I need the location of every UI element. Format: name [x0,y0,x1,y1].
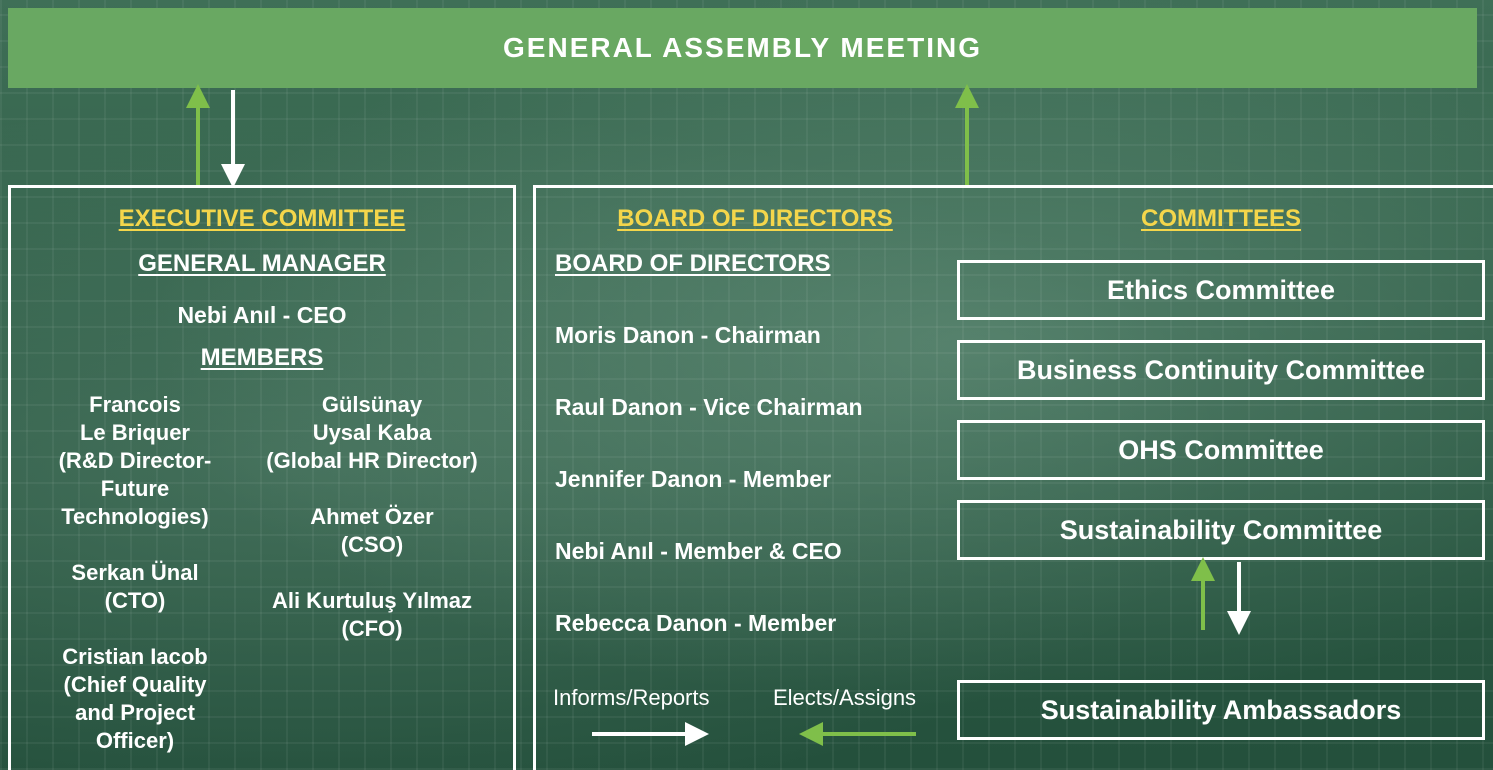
board-member: Nebi Anıl - Member & CEO [555,538,842,564]
committees-title: COMMITTEES [1141,205,1301,232]
member-serkan: Serkan Ünal (CTO) [71,560,199,613]
ohs-committee-box: OHS Committee [957,420,1485,480]
executive-committee-title: EXECUTIVE COMMITTEE [118,205,406,232]
board-member: Rebecca Danon - Member [555,610,837,636]
member-francois: Francois Le Briquer (R&D Director- Futur… [58,392,212,529]
header-title: GENERAL ASSEMBLY MEETING [503,32,982,63]
member-ali: Ali Kurtuluş Yılmaz (CFO) [271,588,473,641]
member-ahmet: Ahmet Özer (CSO) [310,504,434,557]
member-cristian: Cristian Iacob (Chief Quality and Projec… [62,644,208,753]
general-assembly-header: GENERAL ASSEMBLY MEETING [8,8,1477,88]
board-panel [533,185,1493,770]
business-continuity-committee-box: Business Continuity Committee [957,340,1485,400]
general-manager-name: Nebi Anıl - CEO [177,302,347,328]
board-member: Raul Danon - Vice Chairman [555,394,863,420]
board-member: Moris Danon - Chairman [555,322,821,348]
general-manager-heading: GENERAL MANAGER [138,250,386,277]
members-heading: MEMBERS [200,344,324,371]
legend-elects-label: Elects/Assigns [773,685,917,710]
board-of-directors-title: BOARD OF DIRECTORS [617,205,893,232]
executive-committee-panel [8,185,516,770]
legend-informs-label: Informs/Reports [553,685,710,710]
member-gulsunay: Gülsünay Uysal Kaba (Global HR Director) [266,392,478,473]
board-of-directors-heading: BOARD OF DIRECTORS [555,250,831,277]
sustainability-ambassadors-box: Sustainability Ambassadors [957,680,1485,740]
sustainability-committee-box: Sustainability Committee [957,500,1485,560]
ethics-committee-box: Ethics Committee [957,260,1485,320]
board-member: Jennifer Danon - Member [555,466,832,492]
